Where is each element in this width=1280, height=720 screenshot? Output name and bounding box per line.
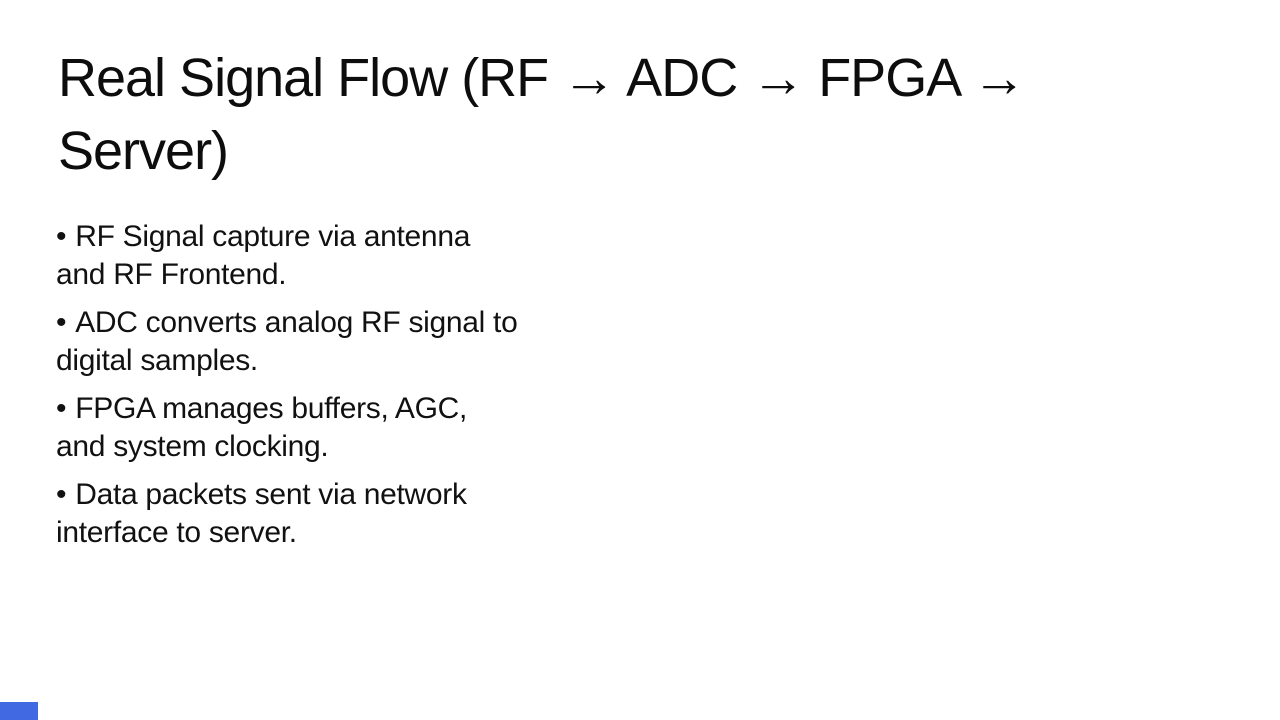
bullet-line: •FPGA manages buffers, AGC, bbox=[56, 390, 696, 428]
bullet-line: interface to server. bbox=[56, 516, 297, 549]
bullet-line: digital samples. bbox=[56, 344, 258, 377]
bullet-icon: • bbox=[56, 392, 67, 425]
bullet-line: •Data packets sent via network bbox=[56, 476, 696, 514]
list-item: •RF Signal capture via antenna and RF Fr… bbox=[56, 218, 696, 294]
bullet-icon: • bbox=[56, 220, 67, 253]
bullet-icon: • bbox=[56, 478, 67, 511]
slide-title: Real Signal Flow (RF → ADC → FPGA → Serv… bbox=[58, 42, 1158, 188]
slide-title-line-2: Server) bbox=[58, 121, 229, 181]
bullet-line: •RF Signal capture via antenna bbox=[56, 218, 696, 256]
bullet-text: Data packets sent via network bbox=[75, 478, 467, 511]
list-item: •FPGA manages buffers, AGC, and system c… bbox=[56, 390, 696, 466]
list-item: •ADC converts analog RF signal to digita… bbox=[56, 304, 696, 380]
list-item: •Data packets sent via network interface… bbox=[56, 476, 696, 552]
bullet-text: ADC converts analog RF signal to bbox=[75, 306, 518, 339]
bullet-list: •RF Signal capture via antenna and RF Fr… bbox=[56, 218, 696, 562]
accent-bar bbox=[0, 702, 38, 720]
bullet-text: RF Signal capture via antenna bbox=[75, 220, 471, 253]
bullet-line: and RF Frontend. bbox=[56, 258, 287, 291]
bullet-text: FPGA manages buffers, AGC, bbox=[75, 392, 468, 425]
bullet-line: and system clocking. bbox=[56, 430, 329, 463]
bullet-icon: • bbox=[56, 306, 67, 339]
bullet-line: •ADC converts analog RF signal to bbox=[56, 304, 696, 342]
slide-title-line-1: Real Signal Flow (RF → ADC → FPGA → bbox=[58, 48, 1026, 108]
